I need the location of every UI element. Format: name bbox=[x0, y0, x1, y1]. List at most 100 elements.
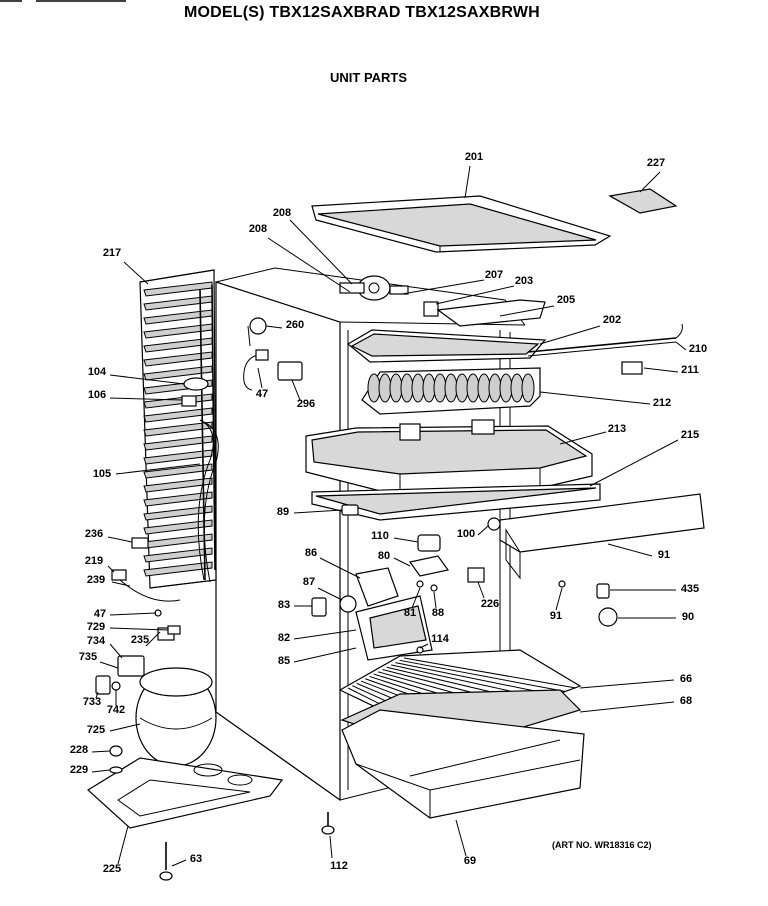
coil-fin bbox=[143, 505, 213, 521]
base-plate-225 bbox=[87, 757, 284, 829]
page-title: MODEL(S) TBX12SAXBRAD TBX12SAXBRWH bbox=[184, 4, 540, 21]
callout-733: 733 bbox=[83, 696, 101, 708]
callout-228: 228 bbox=[70, 744, 88, 756]
evaporator-loop bbox=[433, 373, 447, 403]
callout-105: 105 bbox=[93, 468, 111, 480]
leader-82 bbox=[293, 629, 357, 640]
housing-82 bbox=[355, 595, 433, 661]
callout-217: 217 bbox=[103, 247, 121, 259]
evaporator-loop bbox=[400, 373, 414, 403]
leader-69 bbox=[455, 819, 467, 857]
coil-fin bbox=[143, 449, 213, 465]
freezer-floor-213 bbox=[305, 419, 593, 497]
leader-89 bbox=[293, 509, 343, 514]
condenser-coil bbox=[139, 269, 217, 589]
evaporator-loop bbox=[466, 373, 480, 403]
leader-227 bbox=[639, 171, 661, 193]
part-226 bbox=[467, 567, 485, 583]
callout-91b: 91 bbox=[550, 610, 562, 622]
leader-735 bbox=[99, 661, 119, 669]
callout-207: 207 bbox=[485, 269, 503, 281]
leader-733 bbox=[95, 691, 99, 699]
leader-88 bbox=[433, 591, 437, 609]
callout-735: 735 bbox=[79, 651, 97, 663]
callout-435: 435 bbox=[681, 583, 699, 595]
callout-82: 82 bbox=[278, 632, 290, 644]
capillary-tube-105 bbox=[197, 419, 219, 583]
leader-260 bbox=[265, 325, 283, 329]
callout-80: 80 bbox=[378, 550, 390, 562]
leader-296 bbox=[291, 379, 301, 401]
overload-733 bbox=[95, 675, 111, 695]
callout-89: 89 bbox=[277, 506, 289, 518]
coil-fin bbox=[143, 477, 213, 493]
leader-213 bbox=[559, 431, 607, 445]
part-91-pin bbox=[558, 580, 566, 588]
part-729 bbox=[167, 625, 181, 635]
callout-87: 87 bbox=[303, 576, 315, 588]
damper-86 bbox=[355, 567, 399, 607]
callout-205: 205 bbox=[557, 294, 575, 306]
grommet-228 bbox=[109, 745, 123, 757]
art-number: (ART NO. WR18316 C2) bbox=[552, 840, 652, 850]
callout-66: 66 bbox=[680, 673, 692, 685]
control-panel-91 bbox=[499, 493, 705, 580]
callout-83: 83 bbox=[278, 599, 290, 611]
callout-91a: 91 bbox=[658, 549, 670, 561]
evaporator-loop bbox=[367, 373, 381, 403]
leader-63 bbox=[171, 859, 187, 867]
part-110 bbox=[417, 534, 441, 552]
washer-229 bbox=[109, 766, 123, 774]
callout-208a: 208 bbox=[273, 207, 291, 219]
part-203-bracket bbox=[423, 299, 546, 327]
leader-207 bbox=[401, 279, 485, 295]
leader-86 bbox=[319, 557, 361, 579]
leader-202 bbox=[539, 325, 601, 345]
callout-110: 110 bbox=[371, 530, 389, 542]
evaporator-loop bbox=[499, 373, 513, 403]
top-cover-201 bbox=[311, 195, 612, 253]
evaporator-loop bbox=[488, 373, 502, 403]
leader-112 bbox=[329, 835, 333, 859]
section-title: UNIT PARTS bbox=[330, 70, 408, 85]
part-742 bbox=[111, 681, 121, 691]
leader-105 bbox=[115, 463, 201, 475]
evaporator-loop bbox=[378, 373, 392, 403]
callout-201: 201 bbox=[465, 151, 483, 163]
leader-212 bbox=[539, 391, 651, 405]
leader-734 bbox=[109, 643, 123, 659]
leader-203 bbox=[435, 285, 515, 305]
callout-239: 239 bbox=[87, 574, 105, 586]
callout-210: 210 bbox=[689, 343, 707, 355]
leader-106 bbox=[109, 397, 183, 401]
leader-226 bbox=[477, 581, 485, 599]
socket-435 bbox=[596, 583, 610, 599]
coil-fin bbox=[143, 435, 213, 451]
callout-208b: 208 bbox=[249, 223, 267, 235]
knob-87 bbox=[339, 595, 357, 613]
callout-734: 734 bbox=[87, 635, 106, 647]
leader-215 bbox=[589, 439, 679, 487]
coil-fin bbox=[143, 547, 213, 563]
leader-66 bbox=[579, 679, 675, 689]
refrigerator-cabinet bbox=[215, 267, 526, 802]
callout-90: 90 bbox=[682, 611, 694, 623]
screw-63 bbox=[159, 842, 173, 881]
part-260 bbox=[247, 317, 267, 347]
leader-217 bbox=[123, 261, 149, 285]
callout-729: 729 bbox=[87, 621, 105, 633]
leader-228 bbox=[91, 750, 111, 753]
evaporator-loop bbox=[422, 373, 436, 403]
callout-212: 212 bbox=[653, 397, 671, 409]
evaporator-loop bbox=[389, 373, 403, 403]
evaporator-loop bbox=[477, 373, 491, 403]
part-211 bbox=[621, 361, 643, 375]
part-88 bbox=[430, 584, 438, 592]
leader-208a bbox=[289, 219, 353, 285]
leader-91b bbox=[555, 587, 563, 611]
leader-68 bbox=[579, 701, 675, 713]
callout-229: 229 bbox=[70, 764, 88, 776]
leader-81 bbox=[411, 587, 421, 609]
crisper-drawer-69 bbox=[341, 709, 585, 819]
